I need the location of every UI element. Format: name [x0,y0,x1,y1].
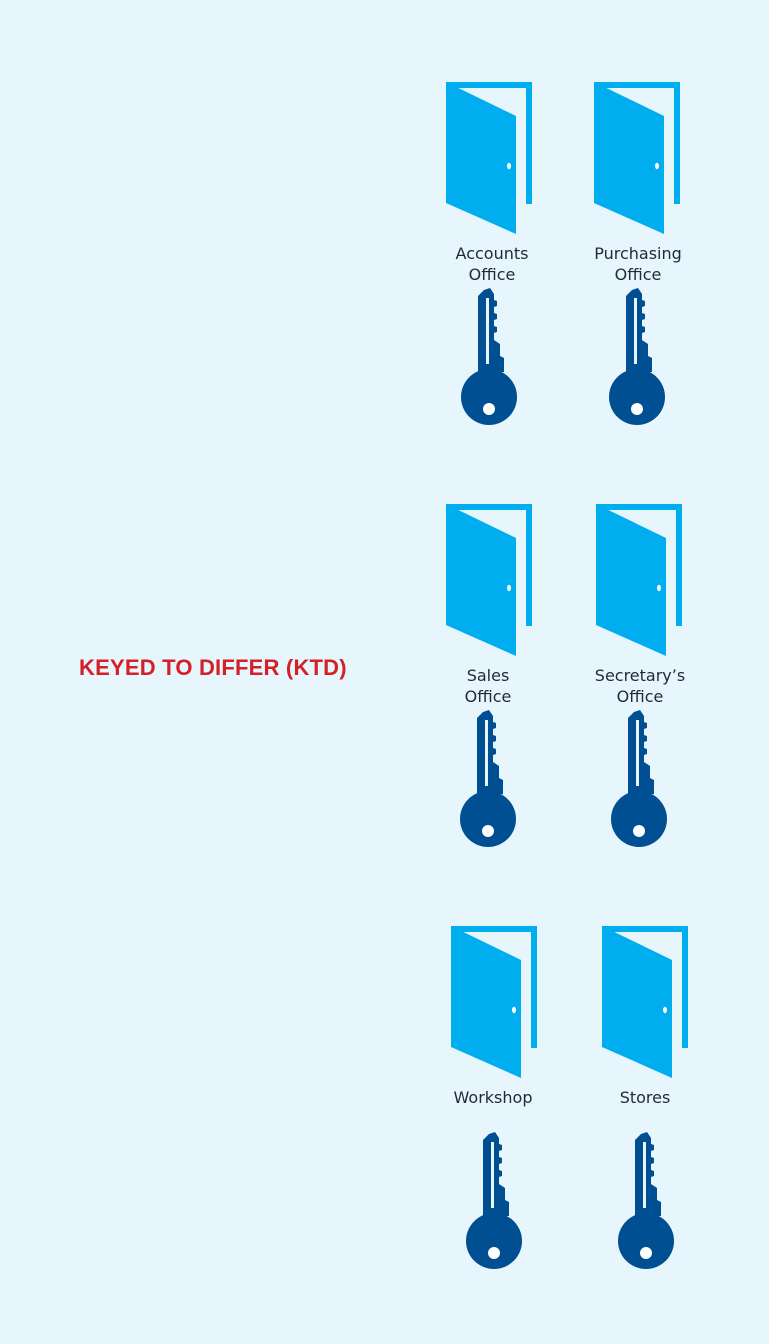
room-label-sales: Sales Office [423,665,553,707]
room-label-workshop: Workshop [428,1087,558,1108]
room-label-line1: Stores [619,1088,671,1107]
door-icon [446,504,532,656]
room-label-line1: Accounts [455,244,529,263]
key-icon [609,288,665,425]
room-label-line1: Workshop [453,1088,533,1107]
room-label-accounts: Accounts Office [427,243,557,285]
room-label-line1: Sales [466,666,510,685]
key-icon [461,288,517,425]
key-icon [611,710,667,847]
room-label-line2: Office [468,265,516,284]
door-icon [596,504,682,656]
room-label-purchasing: Purchasing Office [573,243,703,285]
room-label-line1: Secretary’s [594,666,686,685]
diagram-heading: KEYED TO DIFFER (KTD) [79,655,347,680]
room-label-line2: Office [616,687,664,706]
room-label-stores: Stores [580,1087,710,1108]
room-label-line1: Purchasing [594,244,682,263]
key-icon [466,1132,522,1269]
door-icon [451,926,537,1078]
key-icon [618,1132,674,1269]
door-icon [594,82,680,234]
room-label-secretary: Secretary’s Office [575,665,705,707]
key-icon [460,710,516,847]
room-label-line2: Office [464,687,512,706]
door-icon [446,82,532,234]
door-icon [602,926,688,1078]
room-label-line2: Office [614,265,662,284]
